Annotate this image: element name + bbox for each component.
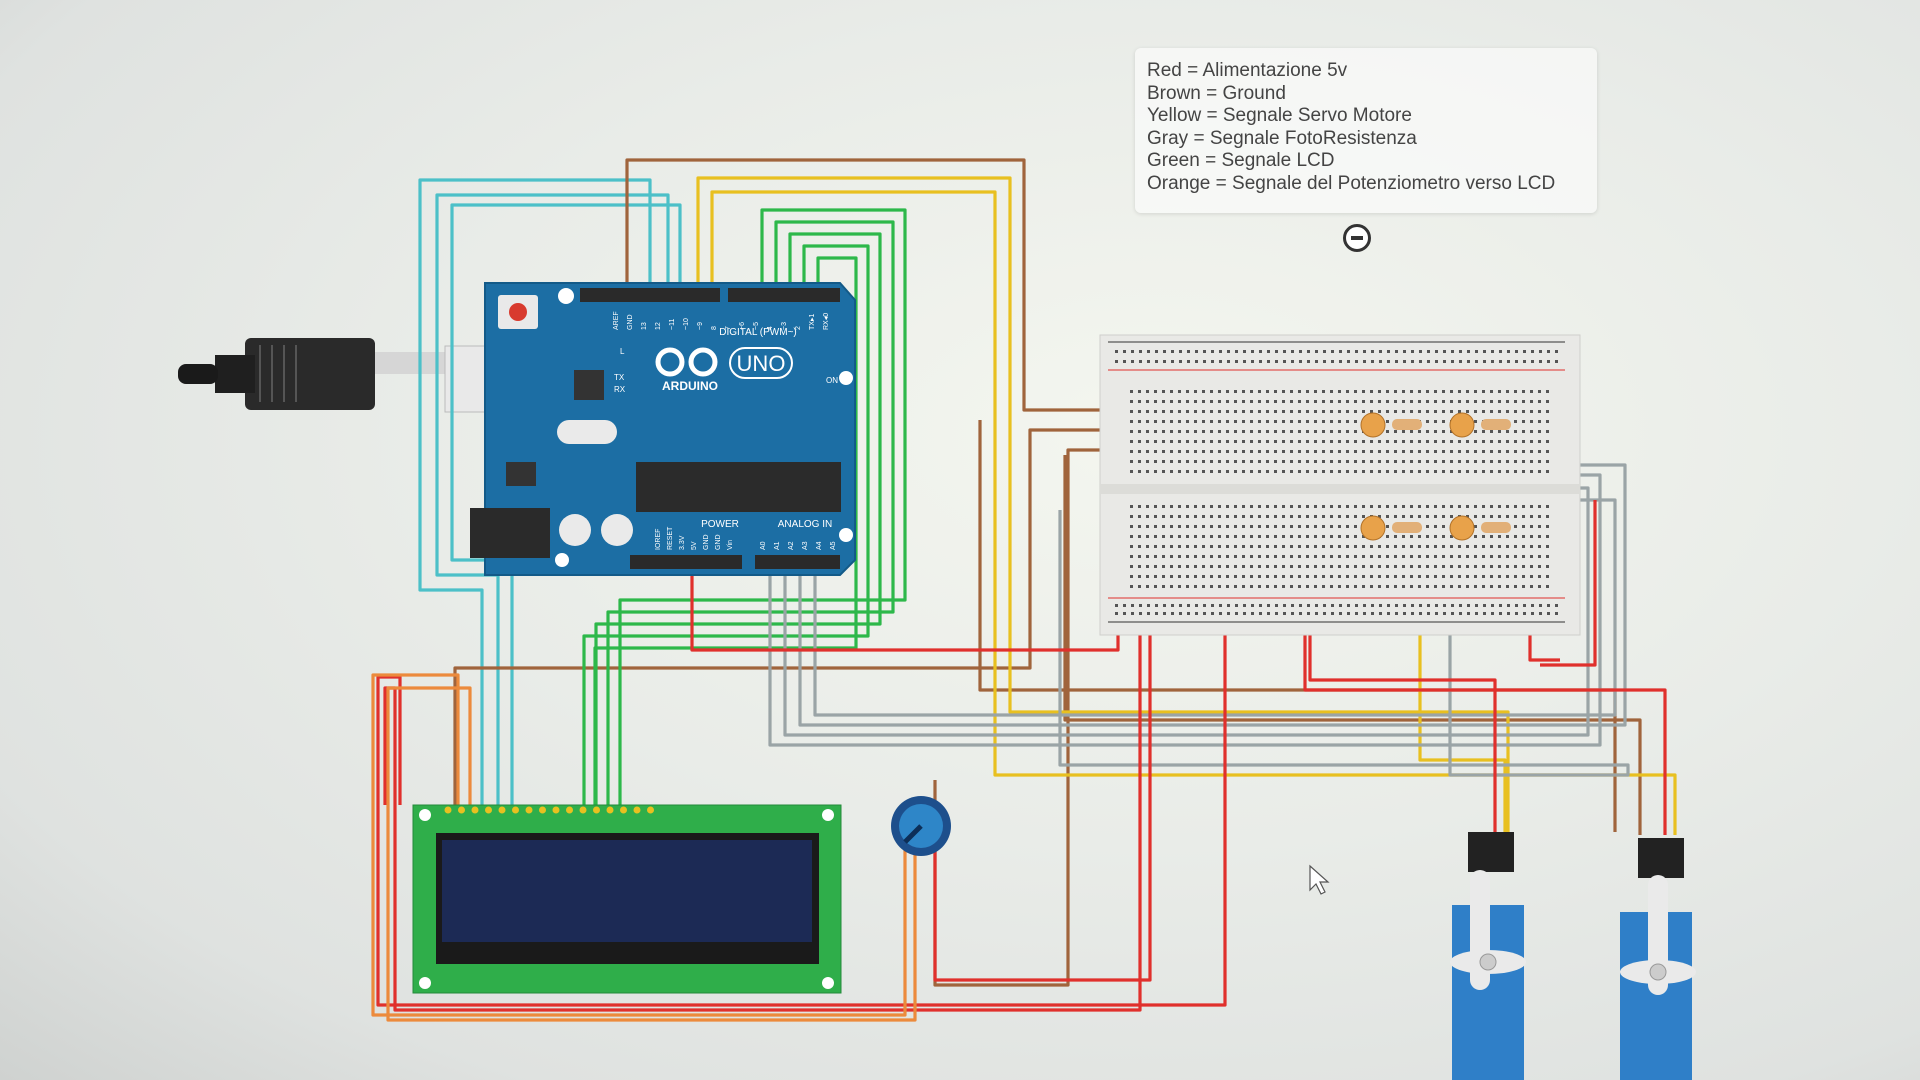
digital-pin-labels: AREF GND 13 12 ~11 ~10 ~9 8 7 ~6 ~5 4 ~3 2 TX▸1 RX◂0 <box>613 311 830 330</box>
wire-gray <box>1058 500 1630 777</box>
wire-yellow <box>710 190 1677 835</box>
pin-label: GND <box>715 534 722 550</box>
wire-green <box>606 220 895 805</box>
lcd-display[interactable] <box>412 804 842 994</box>
mouse-pointer-icon <box>1309 864 1330 895</box>
pin-label: 13 <box>641 322 648 330</box>
wire-orange <box>371 673 907 1017</box>
pin-label: ~3 <box>781 322 788 330</box>
wire-teal <box>450 203 682 805</box>
pin-label: 12 <box>655 322 662 330</box>
photoresistor[interactable] <box>1449 515 1511 541</box>
power-pin-labels: IOREF RESET 3.3V 5V GND GND Vin <box>655 526 734 550</box>
pin-label: Vin <box>727 540 734 550</box>
arduino-logo <box>655 347 718 377</box>
uno-badge <box>729 347 793 379</box>
servo-motor[interactable] <box>1620 838 1696 1080</box>
wire-red <box>933 620 1152 982</box>
digital-label: DIGITAL (PWM~) <box>719 327 797 338</box>
arduino-uno-board[interactable]: UNO ARDUINO DIGITAL (PWM~) POWER ANALOG … <box>470 282 856 576</box>
pin-label: A1 <box>774 541 781 550</box>
wire-green <box>618 208 907 805</box>
wire-red <box>376 620 1227 1007</box>
pin-label: ~6 <box>739 322 746 330</box>
pin-label: ~9 <box>697 322 704 330</box>
pin-label: RX◂0 <box>823 313 830 330</box>
pin-label: 4 <box>767 326 774 330</box>
tx-label: TX <box>614 373 625 382</box>
pin-label: 5V <box>691 541 698 550</box>
photoresistor[interactable] <box>1449 412 1511 438</box>
wire-red <box>383 450 1142 1012</box>
wire-brown <box>625 158 1125 412</box>
analog-pin-labels: A0 A1 A2 A3 A4 A5 <box>760 541 837 550</box>
wire-brown <box>978 420 1617 832</box>
legend-line: Gray = Segnale FotoResistenza <box>1147 127 1417 149</box>
minus-circle-icon[interactable] <box>1343 224 1371 252</box>
photoresistor[interactable] <box>1360 412 1422 438</box>
analog-label: ANALOG IN <box>778 519 832 530</box>
pin-label: RESET <box>667 526 674 550</box>
pin-label: A4 <box>816 541 823 550</box>
pin-label: 7 <box>725 326 732 330</box>
servo-motor[interactable] <box>1450 832 1526 1080</box>
pin-label: 8 <box>711 326 718 330</box>
pin-label: A3 <box>802 541 809 550</box>
pin-label: ~10 <box>683 318 690 330</box>
wire-orange <box>386 686 917 1022</box>
on-label: ON <box>826 376 838 385</box>
pin-label: IOREF <box>655 529 662 550</box>
legend-line: Orange = Segnale del Potenziometro verso… <box>1147 172 1556 194</box>
pin-label: 2 <box>795 326 802 330</box>
pin-label: A0 <box>760 541 767 550</box>
legend-line: Yellow = Segnale Servo Motore <box>1147 105 1412 126</box>
potentiometer[interactable] <box>891 796 951 856</box>
wire-red <box>1303 620 1667 835</box>
pin-label: A2 <box>788 541 795 550</box>
pin-label: 3.3V <box>679 535 686 550</box>
pin-label: GND <box>703 534 710 550</box>
pin-label: GND <box>627 314 634 330</box>
wire-color-legend: Red = Alimentazione 5v Brown = Ground Ye… <box>1135 48 1597 213</box>
board-model: UNO <box>737 351 786 376</box>
legend-line: Red = Alimentazione 5v <box>1147 60 1348 81</box>
pin-label: A5 <box>830 541 837 550</box>
pin-label: AREF <box>613 311 620 330</box>
wire-brown <box>1063 455 1642 835</box>
wire-red <box>1540 500 1597 667</box>
legend-line: Green = Segnale LCD <box>1147 150 1335 171</box>
pin-label: TX▸1 <box>809 314 816 330</box>
rx-label: RX <box>614 385 626 394</box>
wire-green <box>582 244 870 805</box>
photoresistor[interactable] <box>1360 515 1422 541</box>
legend-line: Brown = Ground <box>1147 82 1286 104</box>
pin-label: ~5 <box>753 322 760 330</box>
wire-brown <box>453 428 1125 805</box>
power-label: POWER <box>701 519 739 530</box>
wire-teal <box>435 193 670 805</box>
wires <box>371 158 1677 1022</box>
board-brand: ARDUINO <box>662 379 718 393</box>
l-label: L <box>620 347 625 356</box>
wire-teal <box>418 178 652 805</box>
pin-label: ~11 <box>669 319 676 330</box>
wire-red <box>1308 620 1497 835</box>
wire-yellow <box>696 176 1510 835</box>
breadboard[interactable] <box>1099 334 1581 636</box>
